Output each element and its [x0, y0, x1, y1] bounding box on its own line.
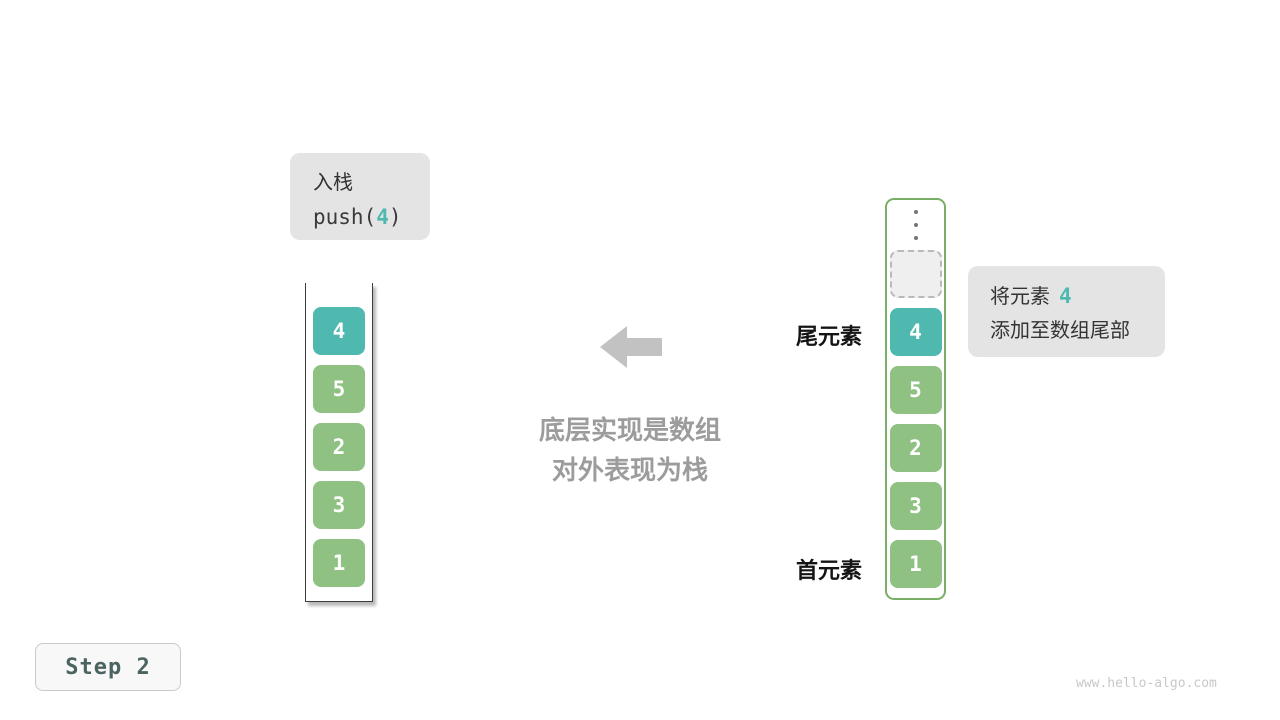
push-code-prefix: push( — [313, 205, 377, 229]
push-code-suffix: ) — [388, 205, 402, 229]
left-arrow-icon — [600, 326, 662, 368]
array-cell: 2 — [889, 424, 942, 472]
stack-cell: 5 — [313, 365, 365, 413]
center-caption: 底层实现是数组 对外表现为栈 — [455, 410, 805, 490]
stack-cell: 3 — [313, 481, 365, 529]
note-line1: 将元素 4 — [990, 279, 1165, 314]
stack-cell: 2 — [313, 423, 365, 471]
empty-slot — [889, 250, 942, 298]
center-caption-line1: 底层实现是数组 — [538, 415, 721, 445]
array-cell: 3 — [889, 482, 942, 530]
head-element-label: 首元素 — [795, 558, 862, 583]
array-cell: 1 — [889, 540, 942, 588]
push-title: 入栈 — [313, 172, 353, 194]
vertical-ellipsis-icon — [913, 210, 918, 240]
tail-element-label: 尾元素 — [795, 324, 862, 349]
step-indicator-label: Step 2 — [65, 654, 151, 680]
note-bubble: 将元素 4 添加至数组尾部 — [968, 266, 1165, 357]
array-cell: 4 — [889, 308, 942, 356]
push-code-arg: 4 — [376, 205, 389, 229]
watermark: www.hello-algo.com — [1076, 676, 1217, 691]
array-view: 4 5 2 3 1 — [885, 198, 946, 600]
note-line2: 添加至数组尾部 — [990, 320, 1130, 342]
step-indicator: Step 2 — [35, 643, 181, 691]
push-operation-bubble: 入栈 push(4) — [290, 153, 430, 240]
array-cell: 5 — [889, 366, 942, 414]
stack-cell: 1 — [313, 539, 365, 587]
note-line1-arg: 4 — [1059, 284, 1072, 308]
stack-cell: 4 — [313, 307, 365, 355]
note-line1-text: 将元素 — [990, 286, 1050, 308]
push-code: push(4) — [313, 200, 430, 234]
center-caption-line2: 对外表现为栈 — [551, 455, 708, 485]
stack-view: 4 5 2 3 1 — [305, 283, 373, 602]
